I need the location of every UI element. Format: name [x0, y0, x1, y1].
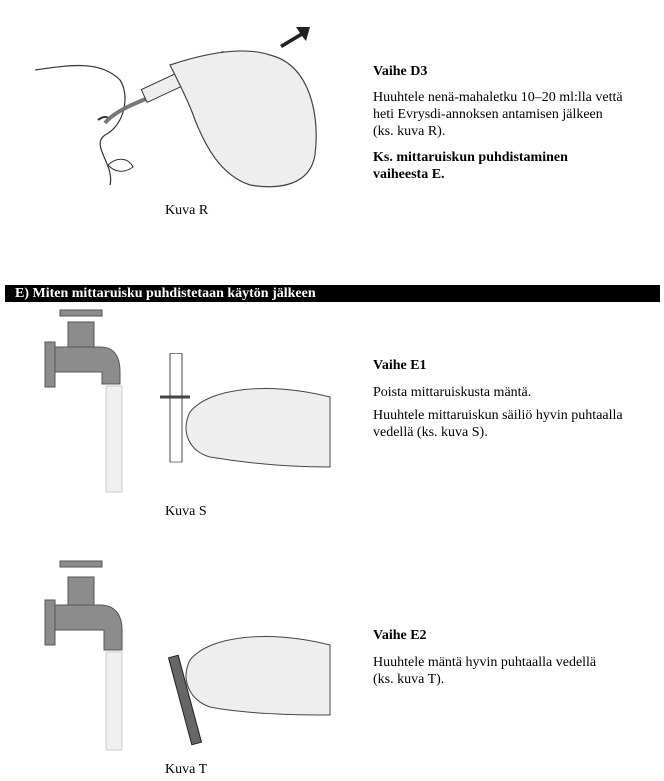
text-line: Huuhtele mäntä hyvin puhtaalla vedellä — [373, 655, 597, 670]
step-e2-title: Vaihe E2 — [373, 628, 427, 643]
text-line: Huuhtele nenä-mahaletku 10–20 ml:lla vet… — [373, 90, 623, 105]
figure-r-illustration — [34, 27, 317, 188]
figure-t-caption: Kuva T — [165, 762, 208, 777]
text-line: (ks. kuva T). — [373, 672, 445, 687]
text-line: Ks. mittaruiskun puhdistaminen — [373, 150, 568, 165]
step-d3-note: Ks. mittaruiskun puhdistaminen vaiheesta… — [373, 149, 568, 183]
text-line: (ks. kuva R). — [373, 124, 446, 139]
text-line: Huuhtele mittaruiskun säiliö hyvin puhta… — [373, 408, 623, 423]
section-e-heading: E) Miten mittaruisku puhdistetaan käytön… — [5, 285, 660, 302]
step-d3-text: Huuhtele nenä-mahaletku 10–20 ml:lla vet… — [373, 89, 623, 140]
step-e2-text: Huuhtele mäntä hyvin puhtaalla vedellä (… — [373, 654, 596, 688]
figure-r-caption: Kuva R — [165, 203, 209, 218]
figure-t-illustration — [44, 560, 331, 751]
text-line: vedellä (ks. kuva S). — [373, 425, 488, 440]
text-line: vaiheesta E. — [373, 167, 445, 182]
step-e1-para1: Poista mittaruiskusta mäntä. — [373, 385, 532, 400]
step-d3-title: Vaihe D3 — [373, 64, 428, 79]
step-e1-para2: Huuhtele mittaruiskun säiliö hyvin puhta… — [373, 407, 623, 441]
figure-s-illustration — [44, 309, 331, 493]
text-line: heti Evrysdi-annoksen antamisen jälkeen — [373, 107, 603, 122]
figure-s-caption: Kuva S — [165, 504, 207, 519]
step-e1-title: Vaihe E1 — [373, 358, 427, 373]
